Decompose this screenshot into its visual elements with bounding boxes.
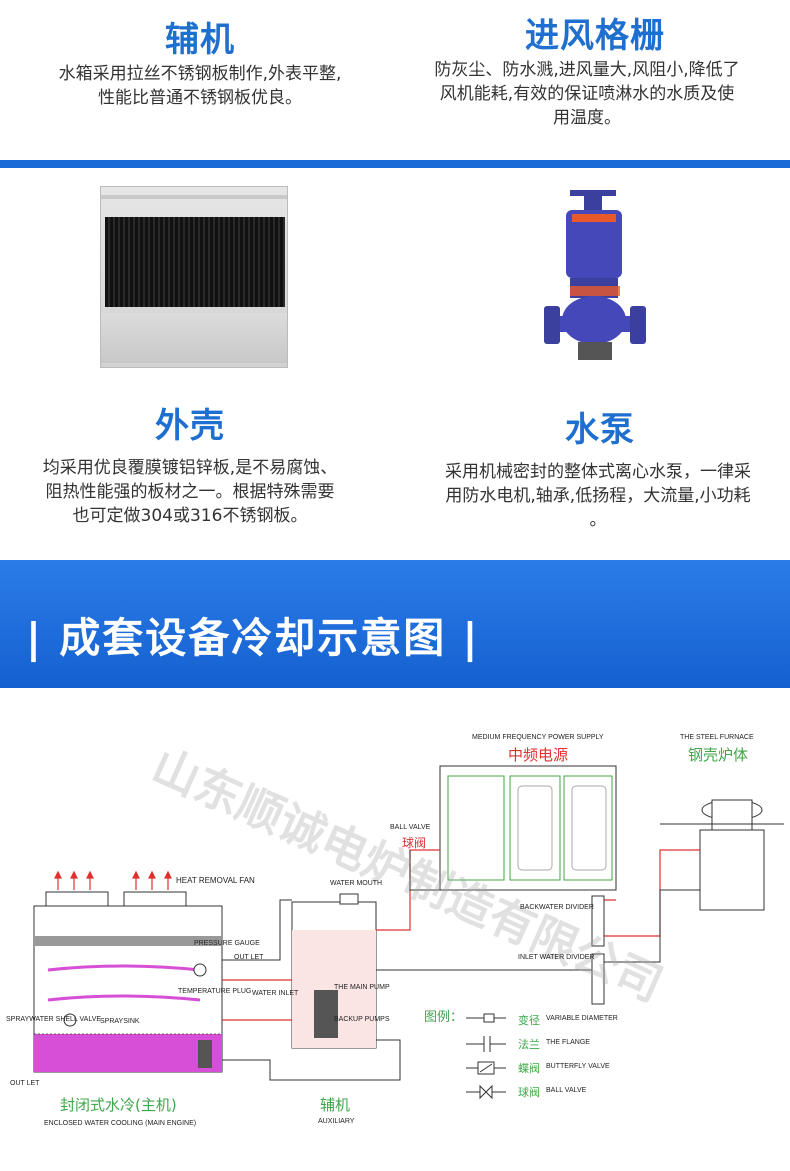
label-outlet-bottom: OUT LET [10,1080,40,1087]
feature-title-grille: 进风格栅 [525,16,665,56]
legend-item-en: BALL VALVE [546,1087,587,1094]
feature-title-shell: 外壳 [155,406,225,446]
label-power-supply-en: MEDIUM FREQUENCY POWER SUPPLY [472,734,604,741]
label-inlet-water-divider: INLET WATER DIVIDER [518,954,595,961]
label-backup-pumps: BACKUP PUMPS [334,1016,390,1023]
grille-image [100,186,288,368]
legend-item-cn: 变径 [518,1014,540,1027]
label-water-mouth: WATER MOUTH [330,880,383,887]
legend-item-en: BUTTERFLY VALVE [546,1063,610,1070]
feature-title-pump: 水泵 [565,410,635,450]
label-backwater-divider: BACKWATER DIVIDER [520,904,594,911]
cooling-diagram: 山东顺诚电炉制造有限公司 MEDIUM FREQUENCY POWER SUPP… [0,700,790,1171]
feature-text-shell: 均采用优良覆膜镀铝锌板,是不易腐蚀、 阻热性能强的板材之一。根据特殊需要 也可定… [42,458,338,526]
label-pressure-gauge: PRESSURE GAUGE [194,940,260,947]
pump-image [544,190,646,360]
label-furnace-cn: 钢壳炉体 [688,746,749,764]
feature-text-pump: 采用机械密封的整体式离心水泵，一律采 用防水电机,轴承,低扬程，大流量,小功耗 … [445,462,751,530]
legend-item-en: VARIABLE DIAMETER [546,1015,618,1022]
legend-item-cn: 蝶阀 [518,1062,540,1075]
label-spray-water-shell: SPRAYWATER SHELL VALVE [6,1016,102,1023]
legend-item-cn: 法兰 [518,1038,540,1051]
label-furnace-en: THE STEEL FURNACE [680,734,754,741]
caption-main-unit-en: ENCLOSED WATER COOLING (MAIN ENGINE) [44,1120,197,1127]
label-water-inlet: WATER INLET [252,990,299,997]
banner-title: | 成套设备冷却示意图 | [26,614,480,662]
feature-title-aux: 辅机 [165,20,235,60]
legend-item-en: THE FLANGE [546,1039,590,1046]
feature-text-grille: 防灰尘、防水溅,进风量大,风阻小,降低了 风机能耗,有效的保证喷淋水的水质及使 … [434,60,740,128]
legend-title: 图例： [424,1010,464,1025]
label-power-supply-cn: 中频电源 [508,746,569,764]
section-banner: | 成套设备冷却示意图 | [0,560,790,688]
label-main-pump: THE MAIN PUMP [334,984,390,991]
caption-aux-cn: 辅机 [320,1096,351,1114]
label-spray-sink: SPRAYSINK [100,1018,140,1025]
label-ball-valve-cn: 球阀 [402,836,427,850]
caption-main-unit-cn: 封闭式水冷(主机) [60,1096,177,1114]
feature-text-aux: 水箱采用拉丝不锈钢板制作,外表平整, 性能比普通不锈钢板优良。 [58,64,342,108]
label-temperature-plug: TEMPERATURE PLUG [178,988,252,995]
section-divider [0,160,790,168]
label-ball-valve-en: BALL VALVE [390,824,431,831]
caption-aux-en: AUXILIARY [318,1118,355,1125]
diagram-lines [33,765,784,1100]
legend-item-cn: 球阀 [518,1086,540,1099]
label-heat-removal-fan: HEAT REMOVAL FAN [176,876,255,885]
label-outlet-top: OUT LET [234,954,264,961]
